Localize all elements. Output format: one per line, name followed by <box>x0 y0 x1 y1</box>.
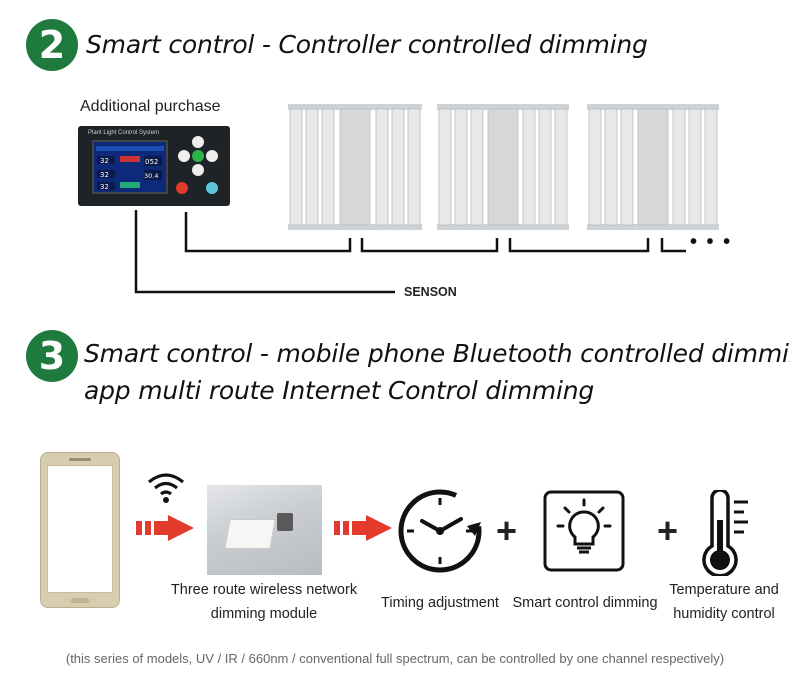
svg-text:052: 052 <box>145 158 158 166</box>
arrow-right-icon <box>136 515 194 541</box>
ok-button <box>192 150 204 162</box>
controller-device: Plant Light Control System 32 052 32 30.… <box>78 126 230 206</box>
module-caption-line2: dimming module <box>210 606 318 622</box>
svg-text:32: 32 <box>100 171 109 179</box>
step-2-badge: 2 <box>26 19 78 71</box>
lightbulb-icon <box>543 490 625 572</box>
more-fixtures-indicator: • • • <box>690 231 733 253</box>
down-button <box>192 164 204 176</box>
footnote: (this series of models, UV / IR / 660nm … <box>65 651 725 666</box>
dimming-module-photo <box>207 485 322 575</box>
thermometer-icon <box>702 490 748 576</box>
temp-caption: Temperature and humidity control <box>664 578 784 626</box>
left-button <box>178 150 190 162</box>
led-fixture <box>288 104 422 232</box>
red-button <box>176 182 188 194</box>
wiring-diagram <box>134 210 686 294</box>
timing-caption: Timing adjustment <box>381 595 499 611</box>
additional-purchase-label: Additional purchase <box>80 98 221 115</box>
phone-image <box>40 452 120 608</box>
svg-text:30.4: 30.4 <box>144 172 158 180</box>
plus-sign: + <box>657 510 679 551</box>
temp-caption-line2: humidity control <box>673 606 775 622</box>
module-caption-line1: Three route wireless network <box>170 582 358 598</box>
temp-caption-line1: Temperature and <box>669 582 779 598</box>
step-3-badge: 3 <box>26 330 78 382</box>
controller-title: Plant Light Control System <box>88 130 160 136</box>
cyan-button <box>206 182 218 194</box>
svg-text:32: 32 <box>100 157 109 165</box>
controller-screen: 32 052 32 30.4 32 <box>92 140 168 194</box>
right-button <box>206 150 218 162</box>
section-2-title: Smart control - Controller controlled di… <box>86 30 648 59</box>
sensor-label: SENSON <box>404 285 457 299</box>
led-fixture <box>587 104 719 232</box>
up-button <box>192 136 204 148</box>
module-caption: Three route wireless network dimming mod… <box>166 578 362 626</box>
clock-icon <box>398 489 482 573</box>
led-fixture <box>437 104 569 232</box>
plus-sign: + <box>496 510 518 551</box>
section-3-title-line2: app multi route Internet Control dimming <box>84 376 595 405</box>
svg-text:32: 32 <box>100 183 109 191</box>
wifi-icon <box>147 473 185 503</box>
smart-caption: Smart control dimming <box>512 595 658 611</box>
section-3-title-line1: Smart control - mobile phone Bluetooth c… <box>84 339 790 368</box>
arrow-right-icon <box>334 515 392 541</box>
